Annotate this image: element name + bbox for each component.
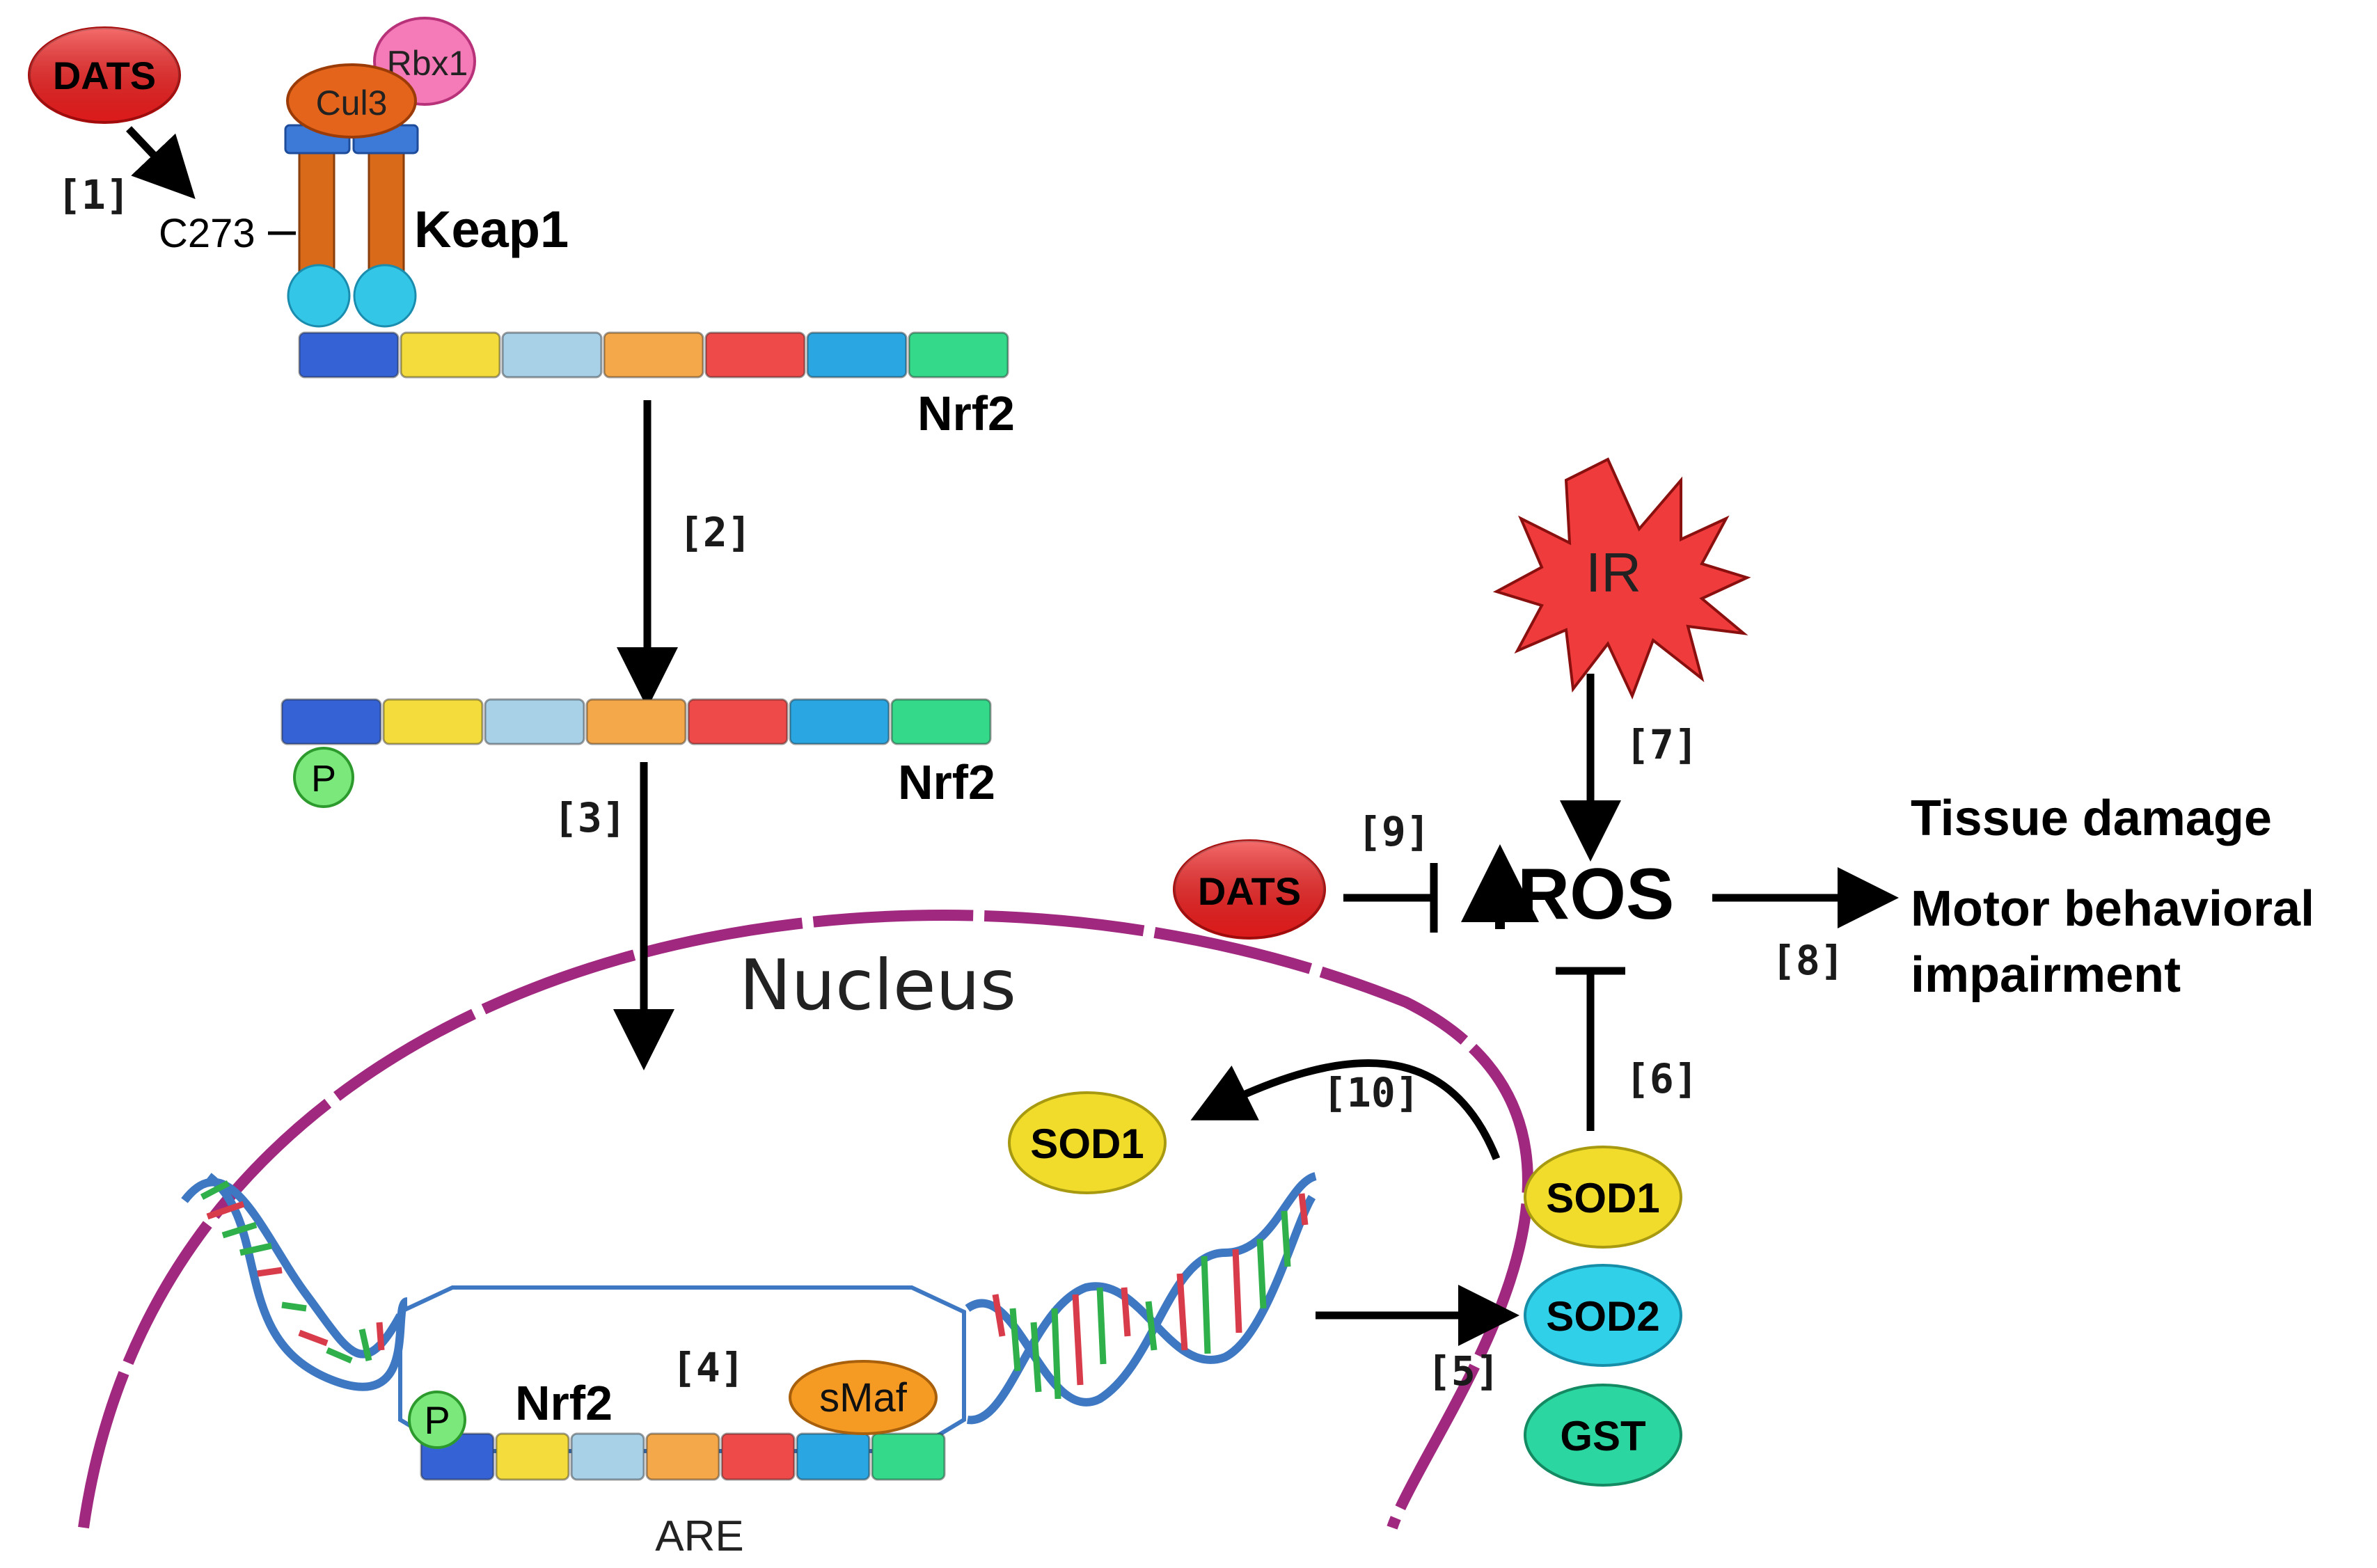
sod1-nuclear-label: SOD1 [1030,1120,1144,1167]
outcome-motor-line1: Motor behavioral [1911,881,2314,937]
nrf2-top-domain-1 [298,331,400,379]
nrf2-nuc-domain-4 [645,1432,720,1481]
step-9-label: [9] [1357,808,1430,855]
nrf2-mid-domain-3 [484,698,585,745]
ros-node: ROS [1461,844,1674,935]
c273-label: C273 [159,211,255,256]
sod2-label: SOD2 [1546,1293,1659,1340]
nrf2-mid-domain-1 [281,698,382,745]
nrf2-nuc-domain-5 [720,1432,796,1481]
nrf2-nuc-bar [420,1432,946,1481]
phospho-nuc-label: P [424,1398,450,1442]
nrf2-mid-bar [281,698,992,745]
sod2-node: SOD2 [1524,1264,1682,1367]
nrf2-nuc-label: Nrf2 [515,1376,613,1430]
arrow-step-1 [126,126,196,199]
ir-label: IR [1586,541,1641,603]
keap1-label: Keap1 [414,200,569,258]
outcome-tissue-damage: Tissue damage [1911,791,2272,846]
step-2-label: [2] [679,509,752,556]
dats-top-label: DATS [53,54,156,97]
phospho-mid: P [293,747,354,808]
dats-right-label: DATS [1198,869,1301,913]
step-8-label: [8] [1771,937,1845,984]
cul3-node [286,63,417,138]
step-5-label: [5] [1427,1347,1500,1395]
dats-right-node: DATS [1173,839,1326,940]
nrf2-top-domain-7 [908,331,1009,379]
smaf-node [789,1360,938,1435]
dna-helix-right [965,1172,1318,1425]
step-7-label: [7] [1625,721,1698,768]
nrf2-mid-domain-5 [687,698,789,745]
sod1-node: SOD1 [1524,1146,1682,1249]
nrf2-mid-domain-7 [890,698,992,745]
step-1-label: [1] [57,171,130,219]
phospho-nuc [408,1391,466,1449]
nrf2-top-label: Nrf2 [917,386,1015,441]
are-box: P Nrf2 [4] sMaf ARE [398,1285,966,1560]
dats-top-node: DATS [28,26,181,124]
nrf2-nuc-domain-2 [495,1432,570,1481]
nrf2-top-domain-6 [806,331,908,379]
nrf2-top-domain-5 [704,331,806,379]
step-6-label: [6] [1625,1055,1698,1102]
nrf2-top-domain-2 [400,331,501,379]
nrf2-nuc-domain-6 [796,1432,871,1481]
nrf2-nuc-domain-7 [871,1432,946,1481]
nucleus-label: Nucleus [739,944,1016,1026]
phospho-mid-label: P [311,758,336,800]
gst-node: GST [1524,1384,1682,1487]
sod1-label: SOD1 [1546,1175,1659,1221]
outcome-motor-line2: impairment [1911,947,2181,1003]
sod1-nuclear-node: SOD1 [1008,1091,1167,1194]
arrow-step-10 [1190,1059,1501,1161]
cul3-label: Cul3 [316,84,388,122]
smaf-label: sMaf [819,1375,908,1420]
nrf2-mid-domain-4 [585,698,687,745]
gst-label: GST [1560,1413,1645,1459]
keap1-complex: Rbx1 Cul3 Keap1 [284,17,569,328]
step-10-label: [10] [1322,1069,1420,1116]
nrf2-top-domain-3 [501,331,603,379]
ros-label: ROS [1517,854,1674,935]
nrf2-top-domain-4 [603,331,704,379]
ir-burst: IR [1492,457,1751,700]
nrf2-mid-label: Nrf2 [898,755,995,809]
nrf2-top-bar [298,331,1009,379]
are-label: ARE [655,1512,743,1560]
nrf2-mid-domain-2 [382,698,484,745]
step-3-label: [3] [553,794,626,841]
step-4-label: [4] [672,1344,745,1391]
nrf2-mid-domain-6 [789,698,890,745]
nrf2-nuc-domain-3 [570,1432,645,1481]
